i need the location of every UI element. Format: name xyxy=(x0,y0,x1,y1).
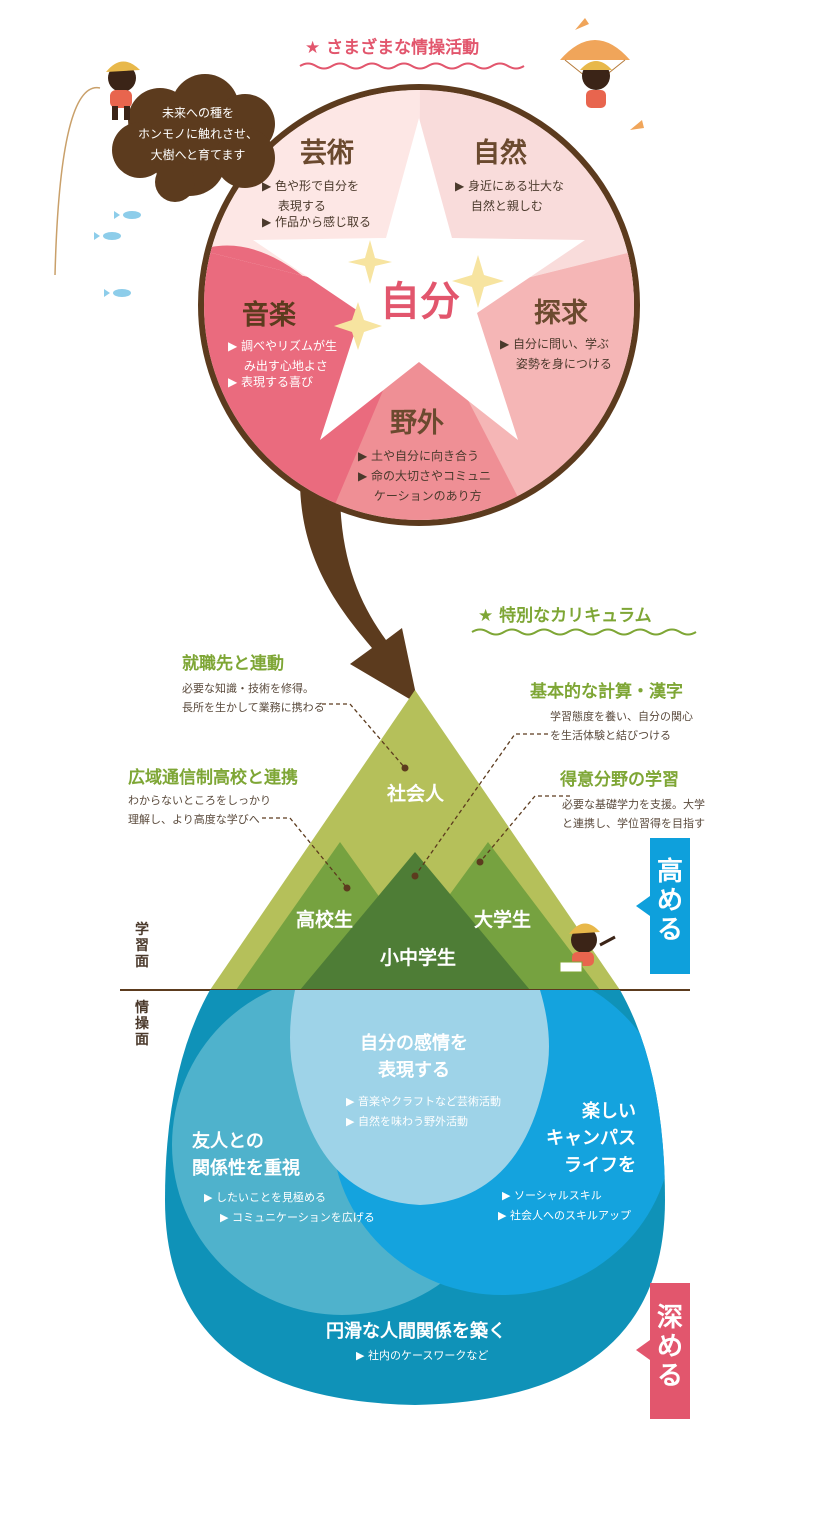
connecting-arrow xyxy=(300,480,418,704)
drop-top-item-2: ▶ 自然を味わう野外活動 xyxy=(346,1115,468,1128)
annotation-basic-desc: 学習態度を養い、自分の関心 を生活体験と結びつける xyxy=(550,710,693,742)
mountain-society-label: 社会人 xyxy=(387,783,445,805)
curriculum-title: ★ 特別なカリキュラム xyxy=(478,606,652,626)
mountain-highschool-label: 高校生 xyxy=(296,909,354,931)
drop-left-item-2: ▶ コミュニケーションを広げる xyxy=(198,1211,375,1224)
deepen-tag-bg xyxy=(650,1283,690,1419)
category-outdoor-item-2: ▶ 命の大切さやコミュニ ケーションのあり方 xyxy=(358,469,492,504)
category-music-title: 音楽 xyxy=(242,300,296,331)
drop-bottom-item-1: ▶ 社内のケースワークなど xyxy=(356,1349,489,1362)
category-music-item-2: ▶ 表現する喜び xyxy=(228,375,314,389)
drop-right-item-1: ▶ ソーシャルスキル xyxy=(502,1189,602,1202)
parachute-boy-illustration xyxy=(560,18,644,130)
raise-tag-label: 高める xyxy=(656,857,683,946)
sparkle-icon xyxy=(452,255,504,308)
drop-left-title: 友人との 関係性を重視 xyxy=(192,1131,300,1179)
raise-tag-pointer xyxy=(636,896,650,916)
curriculum-underline xyxy=(471,628,697,636)
annotation-specialty-title: 得意分野の学習 xyxy=(560,770,679,790)
category-art-item-2: ▶ 作品から感じ取る xyxy=(262,215,372,229)
fish-icon xyxy=(103,232,121,240)
annotation-employment-title: 就職先と連動 xyxy=(182,654,284,674)
category-inquiry-title: 探求 xyxy=(534,298,588,329)
drop-left-item-1: ▶ したいことを見極める xyxy=(204,1191,326,1204)
drop-right-item-2: ▶ 社会人へのスキルアップ xyxy=(498,1209,631,1222)
annotation-specialty-desc: 必要な基礎学力を支援。大学 と連携し、学位習得を目指す xyxy=(562,798,705,830)
drop-top-item-1: ▶ 音楽やクラフトなど芸術活動 xyxy=(346,1095,501,1108)
leader-specialty xyxy=(479,795,570,863)
category-art-title: 芸術 xyxy=(300,138,354,169)
drop-right-title: 楽しい キャンパス ライフを xyxy=(546,1101,636,1176)
category-outdoor-title: 野外 xyxy=(390,408,444,439)
cloud-message: 未来への種を ホンモノに触れさせ、 大樹へと育てます xyxy=(137,106,258,162)
boy-fishing-illustration xyxy=(106,61,140,120)
sparkle-icon xyxy=(334,302,382,350)
center-star xyxy=(253,118,585,440)
leader-employment xyxy=(322,703,406,769)
annotation-basic-title: 基本的な計算・漢字 xyxy=(530,682,683,702)
annotation-employment-desc: 必要な知識・技術を修得。 長所を生かして業務に携わる xyxy=(182,682,325,714)
drop-bottom-title: 円滑な人間関係を築く xyxy=(326,1321,506,1342)
sparkle-icon xyxy=(348,240,392,284)
annotation-highschool-desc: わからないところをしっかり 理解し、より高度な学びへ xyxy=(128,794,271,826)
category-music-item-1: ▶ 調べやリズムが生 み出す心地よさ xyxy=(228,339,338,374)
raise-tag-bg xyxy=(650,838,690,974)
leader-basic xyxy=(414,733,548,877)
category-nature-title: 自然 xyxy=(473,138,527,169)
side-label-learning: 学習面 xyxy=(135,922,149,971)
reading-boy-illustration xyxy=(559,923,616,973)
side-label-emotion: 情操面 xyxy=(135,1000,149,1049)
speech-cloud xyxy=(112,74,275,202)
drop-top-title: 自分の感情を 表現する xyxy=(360,1033,468,1081)
mountain-elementary-label: 小中学生 xyxy=(380,947,457,969)
category-inquiry-item-1: ▶ 自分に問い、学ぶ 姿勢を身につける xyxy=(500,337,612,372)
title-underline xyxy=(299,62,525,70)
deepen-tag-label: 深める xyxy=(656,1303,683,1392)
leader-highschool xyxy=(262,817,348,889)
fishing-line xyxy=(54,87,101,276)
center-self: 自分 xyxy=(380,279,460,325)
fish-icon xyxy=(123,211,141,219)
circle-top xyxy=(290,990,549,1205)
category-art-item-1: ▶ 色や形で自分を 表現する xyxy=(262,179,360,214)
category-nature-item-1: ▶ 身近にある壮大な 自然と親しむ xyxy=(455,179,565,214)
mountain-university-label: 大学生 xyxy=(474,909,532,931)
deepen-tag-pointer xyxy=(636,1340,650,1360)
fish-icon xyxy=(113,289,131,297)
annotation-highschool-title: 広域通信制高校と連携 xyxy=(128,768,298,788)
category-outdoor-item-1: ▶ 土や自分に向き合う xyxy=(358,449,480,463)
mountain-elementary xyxy=(300,852,530,990)
sector-outdoor xyxy=(320,305,540,520)
activities-title: ★ さまざまな情操活動 xyxy=(305,38,480,58)
